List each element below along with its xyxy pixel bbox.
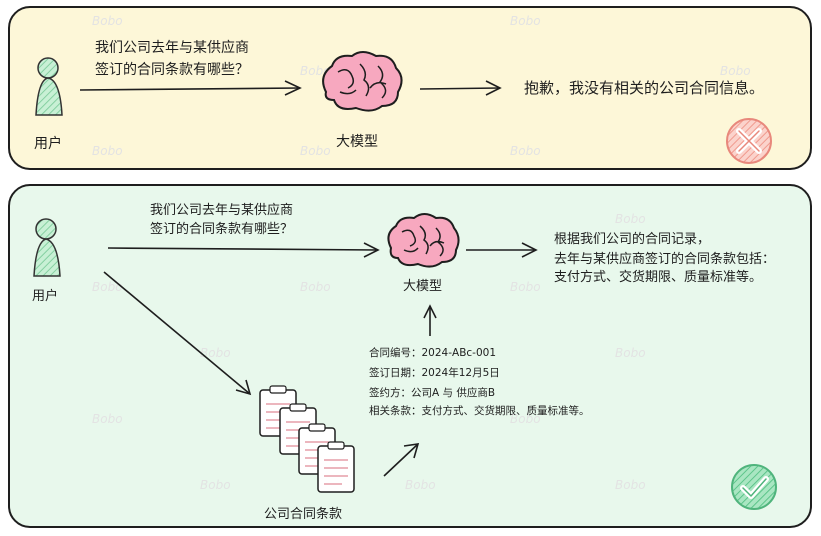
watermark: Bobo	[615, 346, 646, 360]
brain-icon	[387, 213, 460, 268]
watermark: Bobo	[510, 412, 541, 426]
answer-text-line3: 支付方式、交货期限、质量标准等。	[554, 270, 763, 285]
context-arrow	[423, 304, 437, 336]
documents-label: 公司合同条款	[264, 507, 343, 522]
watermark: Bobo	[615, 478, 646, 492]
answer-text: 抱歉，我没有相关的公司合同信息。	[524, 79, 765, 97]
watermark: Bobo	[510, 144, 541, 158]
watermark: Bobo	[200, 478, 231, 492]
model-label: 大模型	[336, 134, 378, 150]
document-stack-icon	[259, 385, 355, 493]
brain-icon	[322, 51, 403, 112]
answer-arrow	[466, 242, 538, 258]
watermark: Bobo	[92, 412, 123, 426]
watermark: Bobo	[300, 64, 331, 78]
contract-terms: 相关条款：支付方式、交货期限、质量标准等。	[369, 405, 590, 417]
watermark: Bobo	[92, 280, 123, 294]
user-label: 用户	[32, 289, 59, 304]
watermark: Bobo	[405, 478, 436, 492]
contract-sign-date: 签订日期：2024年12月5日	[369, 367, 500, 379]
contract-number: 合同编号：2024-ABc-001	[369, 347, 496, 359]
watermark: Bobo	[510, 280, 541, 294]
question-arrow	[79, 80, 302, 96]
watermark: Bobo	[92, 14, 123, 28]
user-icon	[33, 218, 61, 277]
watermark: Bobo	[92, 144, 123, 158]
watermark: Bobo	[510, 14, 541, 28]
rag-absent-panel	[8, 6, 812, 170]
answer-arrow	[419, 80, 502, 96]
reject-status-icon	[726, 118, 772, 164]
retrieval-arrow	[103, 271, 252, 396]
watermark: Bobo	[300, 144, 331, 158]
question-text-line1: 我们公司去年与某供应商	[150, 203, 294, 218]
question-text-line2: 签订的合同条款有哪些？	[150, 222, 294, 237]
answer-text-line2: 去年与某供应商签订的合同条款包括：	[554, 252, 776, 267]
augment-arrow	[383, 443, 420, 477]
document-icon	[317, 441, 355, 493]
model-label: 大模型	[403, 279, 443, 294]
contract-parties: 签约方：公司A 与 供应商B	[369, 387, 496, 399]
watermark: Bobo	[300, 280, 331, 294]
user-icon	[35, 57, 63, 116]
accept-status-icon	[731, 464, 777, 510]
watermark: Bobo	[200, 346, 231, 360]
watermark: Bobo	[720, 64, 751, 78]
question-arrow	[107, 242, 380, 258]
question-text-line1: 我们公司去年与某供应商	[95, 40, 249, 56]
user-label: 用户	[34, 136, 62, 152]
answer-text-line1: 根据我们公司的合同记录，	[554, 232, 711, 247]
watermark: Bobo	[615, 212, 646, 226]
question-text-line2: 签订的合同条款有哪些？	[95, 62, 249, 78]
